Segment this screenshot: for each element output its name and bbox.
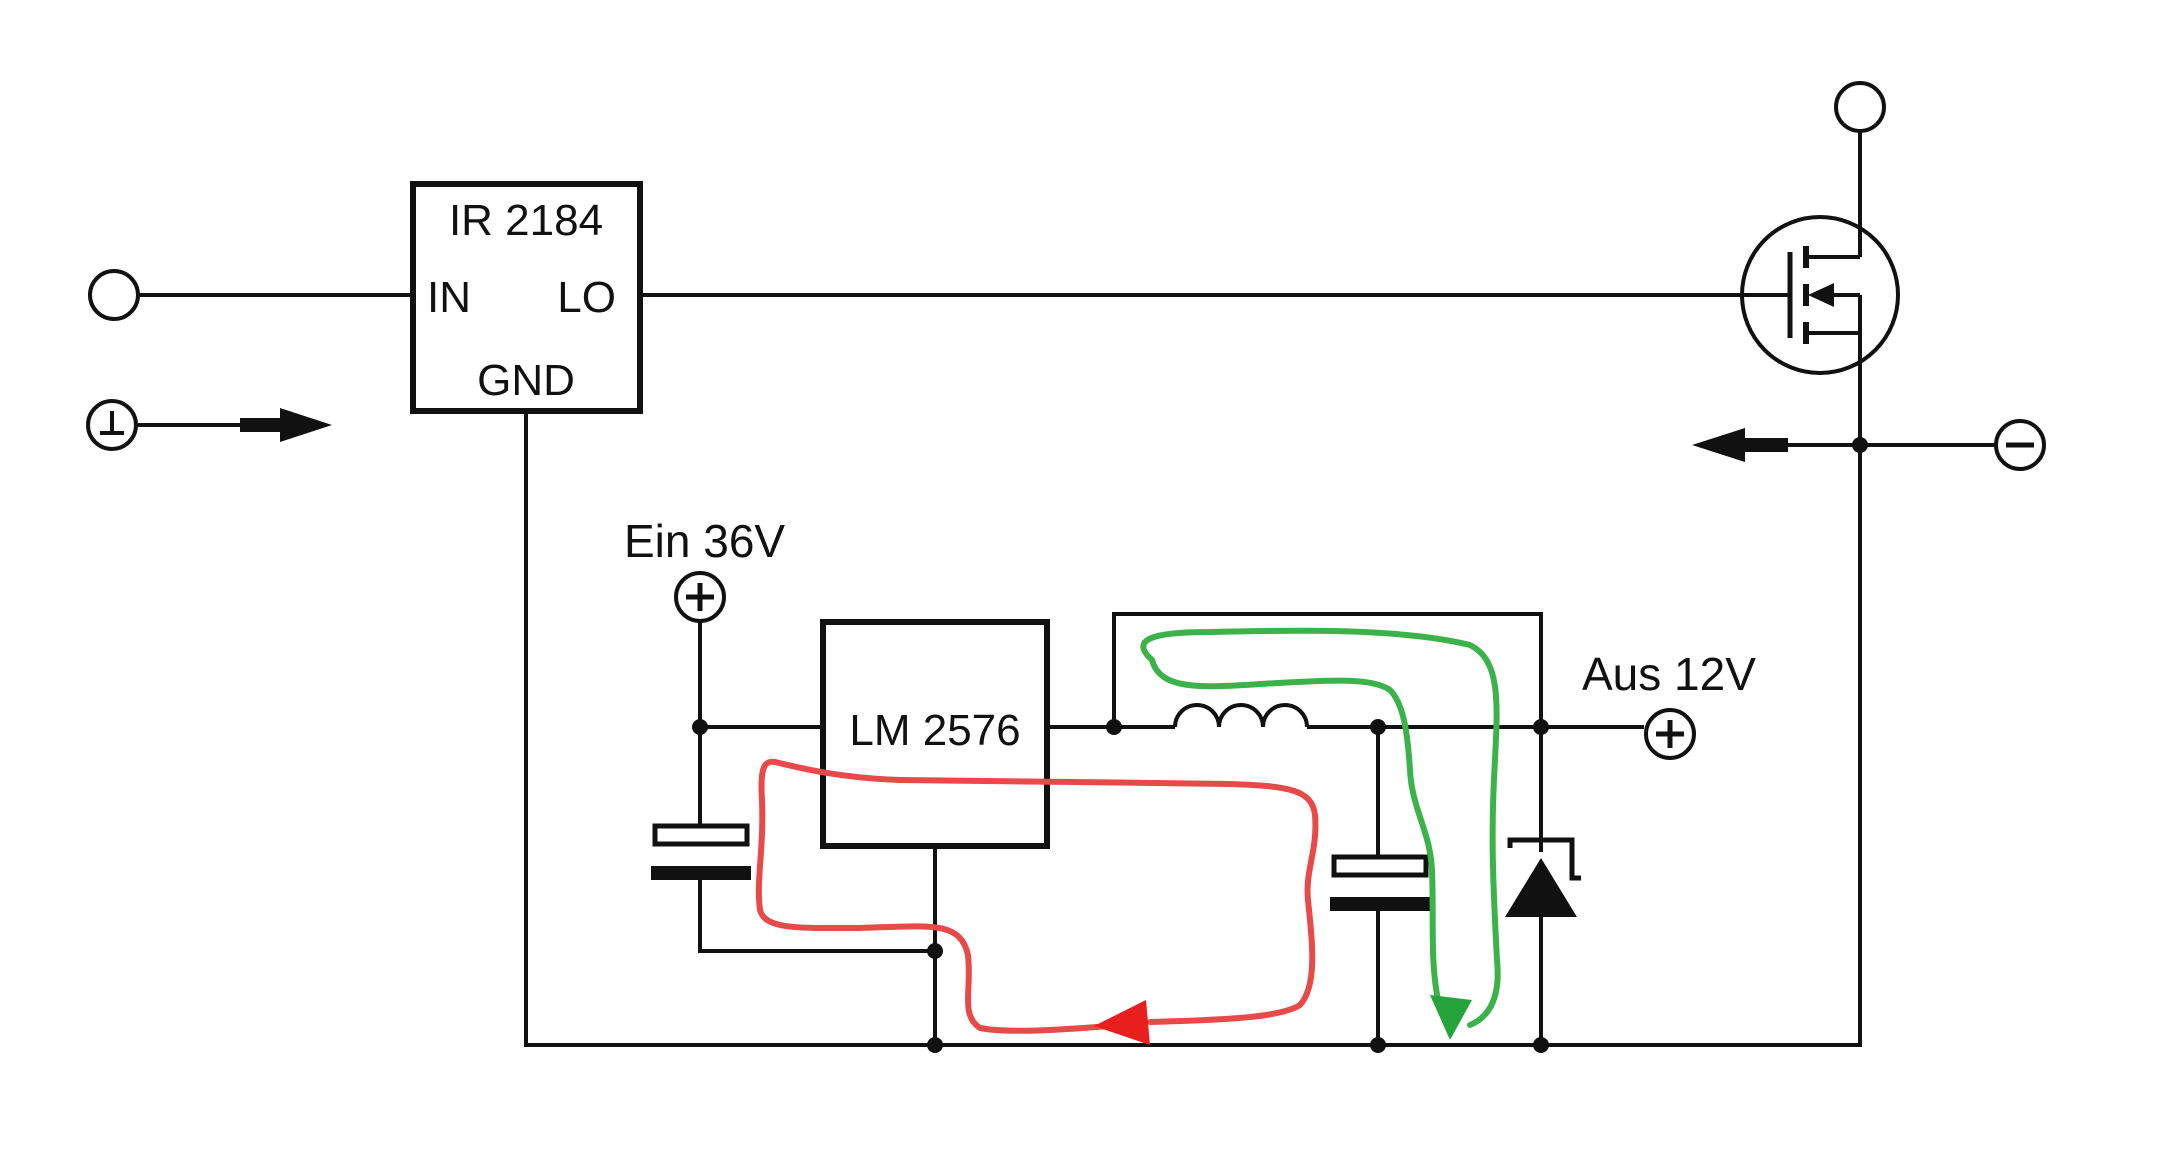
junction-dot: [1852, 437, 1868, 453]
junction-dot: [927, 1037, 943, 1053]
mosfet-icon: [1740, 215, 1900, 375]
feedback-wire: [1112, 612, 1543, 727]
capacitor-icon: [651, 823, 751, 880]
zener-diode-icon: [1505, 837, 1581, 917]
ir2184-pin-in: IN: [427, 273, 471, 322]
inductor-icon: [1173, 703, 1309, 728]
arrow-right-icon: [240, 408, 332, 442]
ir2184-pin-lo: LO: [557, 273, 616, 322]
ir2184-driver: IR 2184 IN LO GND: [410, 181, 643, 414]
input-label: Ein 36V: [624, 515, 785, 567]
lm2576-box: [820, 619, 1050, 849]
ground-terminal-icon: [86, 399, 138, 451]
lm2576-name: LM 2576: [849, 706, 1020, 755]
minus-terminal-icon: [1994, 419, 2046, 471]
plus-terminal-icon: [674, 571, 726, 623]
output-label: Aus 12V: [1582, 648, 1756, 700]
open-terminal-icon: [88, 269, 140, 321]
arrow-left-icon: [1692, 428, 1788, 462]
lm2576-regulator: LM 2576: [820, 619, 1050, 849]
green-current-loop: [1140, 627, 1501, 1040]
junction-dot: [1533, 1037, 1549, 1053]
cap-return-wire: [698, 880, 935, 953]
ir2184-box: [410, 181, 643, 414]
red-current-loop: [755, 758, 1319, 1045]
capacitor-icon: [1330, 854, 1430, 911]
junction-dot: [1370, 1037, 1386, 1053]
plus-terminal-icon: [1644, 708, 1696, 760]
open-terminal-icon: [1834, 81, 1886, 133]
ir2184-name: IR 2184: [449, 196, 603, 245]
ir2184-pin-gnd: GND: [477, 356, 575, 405]
